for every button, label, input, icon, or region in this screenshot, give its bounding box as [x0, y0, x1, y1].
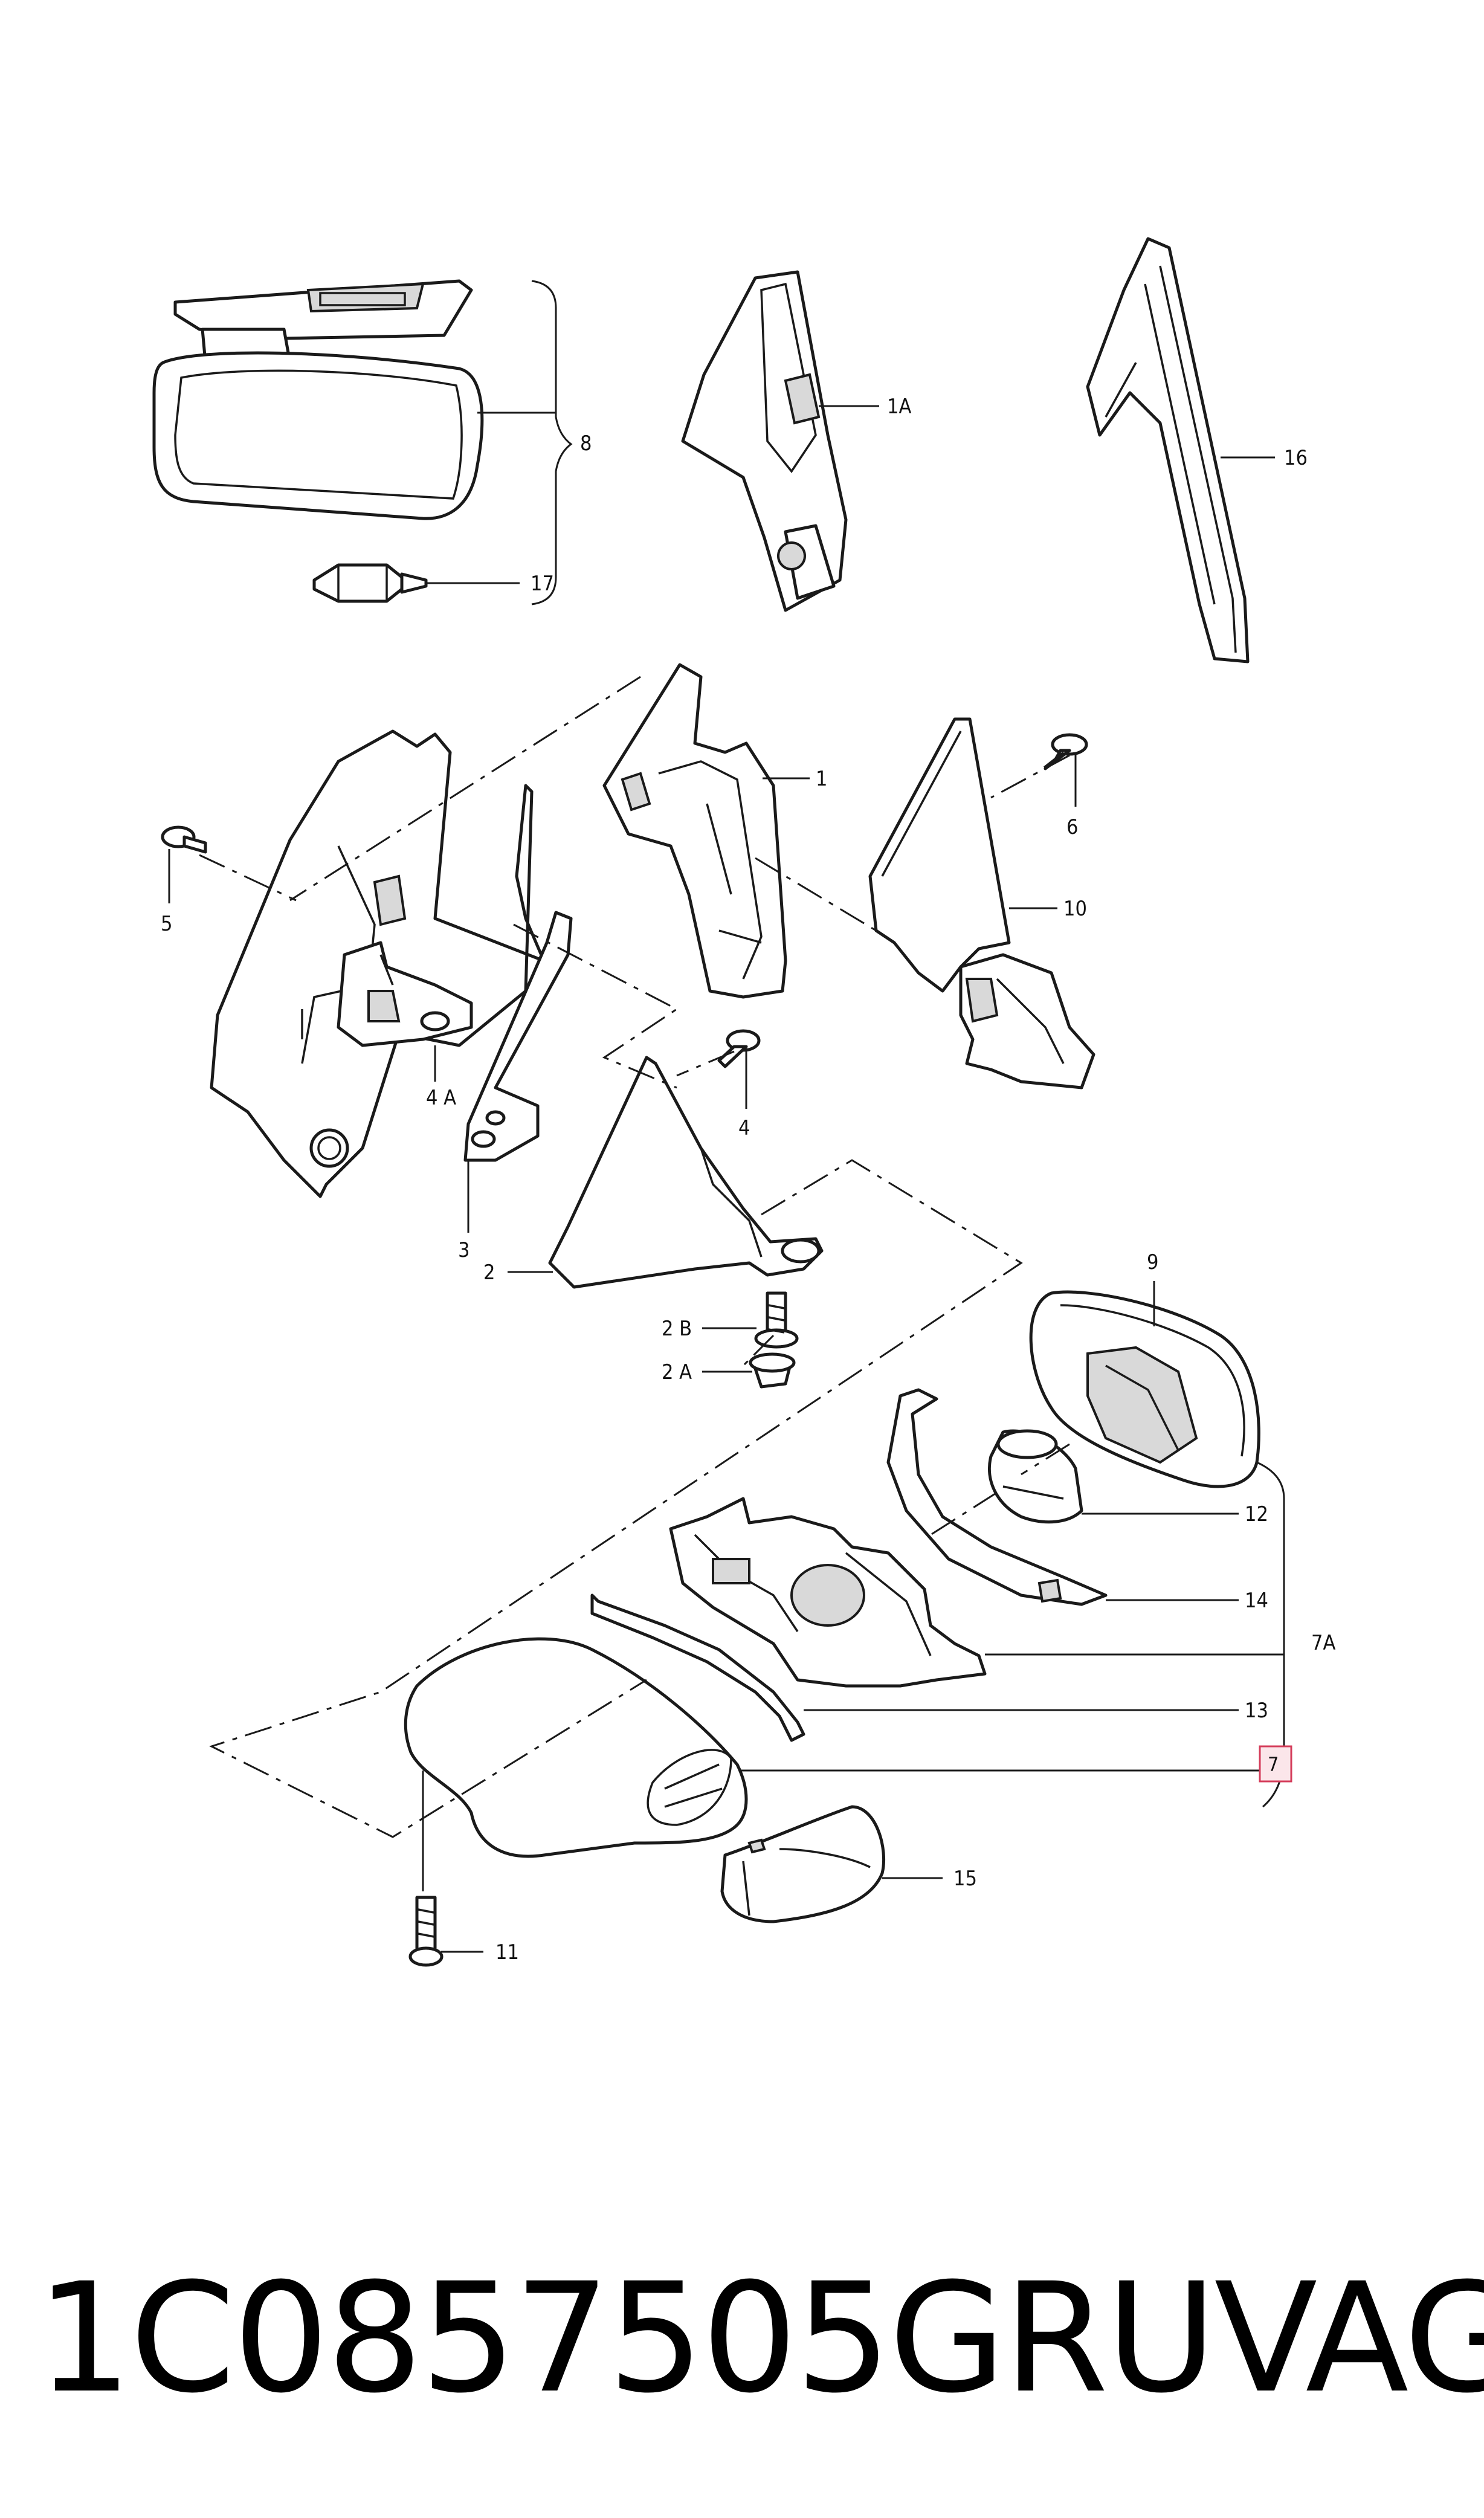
callout-12: 12: [1245, 1502, 1268, 1526]
bolt-11: [408, 1896, 444, 1967]
bulb-17: [312, 563, 428, 603]
callout-4A: 4 A: [426, 1086, 456, 1110]
callout-14: 14: [1245, 1589, 1268, 1613]
mirror-carrier-7A: [669, 1497, 987, 1688]
mirror-glass-9: [1029, 1290, 1260, 1488]
callout-3: 3: [458, 1238, 469, 1262]
callout-10: 10: [1063, 897, 1087, 921]
housing-cover-10: [868, 717, 1095, 1090]
callout-16: 16: [1284, 446, 1308, 470]
mirror-housing-7: [404, 1637, 748, 1858]
cover-strip-14: [886, 1388, 1108, 1606]
callout-4: 4: [738, 1116, 750, 1140]
callout-7: 7: [1268, 1753, 1279, 1776]
brand-name: VAG: [1214, 2250, 1484, 2426]
trim-panel-1A: [681, 270, 848, 612]
seal-strip-16: [1086, 237, 1250, 663]
bracket-4A: [337, 941, 473, 1047]
part-number: 1C0857505GRU: [36, 2250, 1216, 2426]
seal-13: [590, 1593, 805, 1742]
callout-1A: 1A: [887, 395, 911, 419]
callout-1: 1: [816, 767, 827, 791]
sealing-cover-2: [548, 1056, 824, 1289]
callout-11: 11: [495, 1940, 519, 1964]
part-number-caption: 1C0857505GRU VAG: [36, 2248, 1484, 2429]
adjuster-motor-12: [987, 1429, 1083, 1524]
bolt-2B: [754, 1291, 799, 1349]
callout-7A: 7A: [1311, 1631, 1335, 1655]
callout-9: 9: [1147, 1250, 1158, 1274]
callout-6: 6: [1066, 815, 1078, 839]
turn-signal-15: [720, 1805, 886, 1923]
assembly-reference-lines: [199, 676, 1070, 1838]
callout-17: 17: [531, 572, 554, 596]
clip-2A: [749, 1352, 796, 1389]
callout-2A: 2 A: [662, 1360, 692, 1384]
exploded-parts-diagram: 8 17 1A 16 1 6: [152, 237, 1335, 1967]
callout-5: 5: [161, 912, 172, 936]
interior-mirror-assembly: [152, 279, 484, 520]
screw-5: [161, 825, 207, 854]
callout-2B: 2 B: [662, 1317, 692, 1341]
callout-13: 13: [1245, 1699, 1268, 1723]
mounting-frame-1: [602, 663, 787, 999]
callout-15: 15: [953, 1867, 977, 1891]
screw-6: [1043, 733, 1088, 770]
callout-7-highlight: [1259, 1745, 1292, 1783]
callout-2: 2: [483, 1261, 495, 1285]
callout-8: 8: [580, 431, 592, 456]
trim-strip-3: [463, 911, 573, 1162]
screw-4: [717, 1029, 761, 1068]
